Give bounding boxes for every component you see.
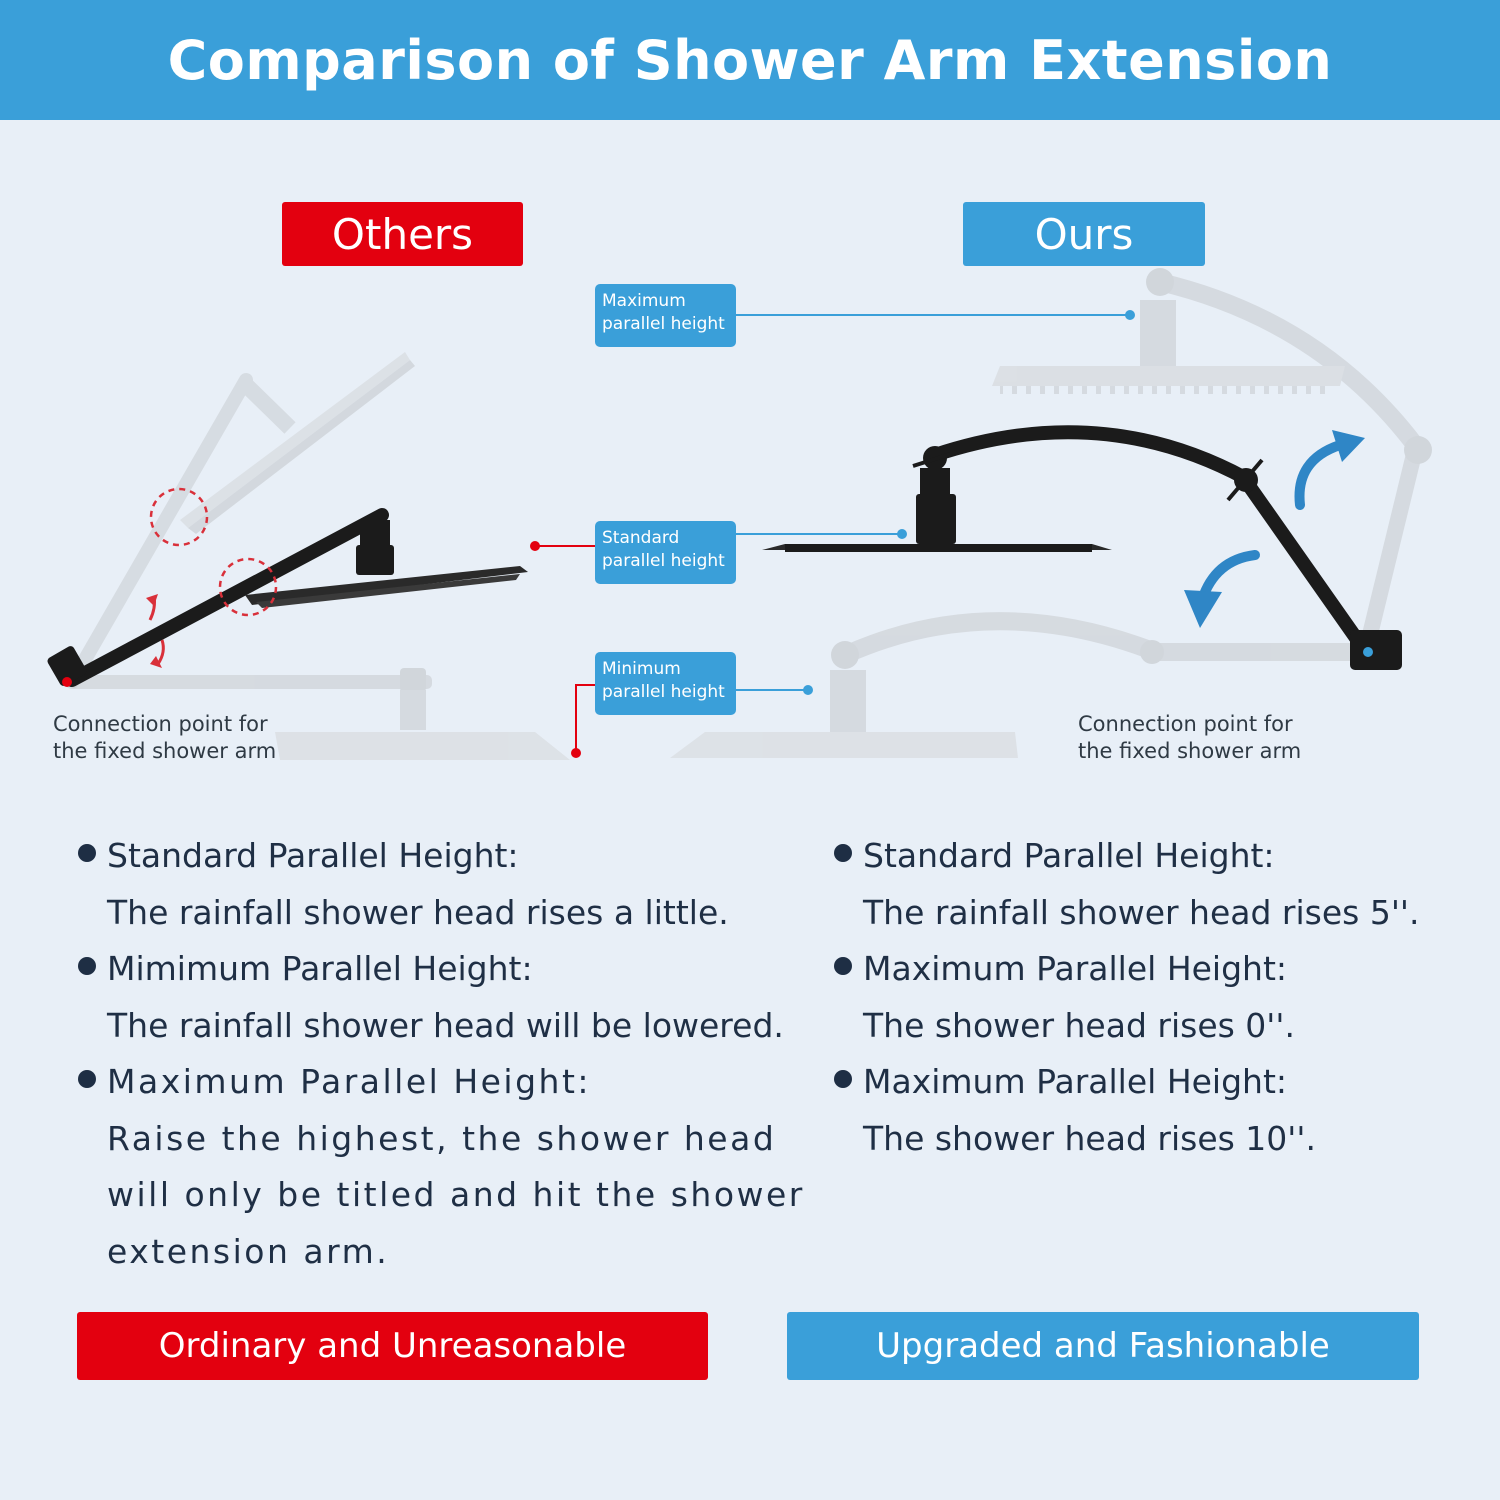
connection-note-line1: Connection point for [53, 712, 268, 736]
list-item-text: Raise the highest, the shower head will … [107, 1118, 805, 1271]
list-item-heading: Mimimum Parallel Height: [107, 949, 533, 988]
list-item-heading: Maximum Parallel Height: [107, 1062, 592, 1101]
bullet-icon [834, 844, 852, 862]
pivot-highlight-circle-icon [218, 557, 278, 617]
minimum-height-label: Minimum parallel height [595, 652, 736, 715]
connection-note-line1: Connection point for [1078, 712, 1293, 736]
bullet-icon [78, 844, 96, 862]
connection-note-line2: the fixed shower arm [1078, 739, 1302, 763]
connection-note-left: Connection point for the fixed shower ar… [53, 711, 276, 765]
connection-note-line2: the fixed shower arm [53, 739, 277, 763]
standard-height-label-line1: Standard [602, 528, 680, 548]
list-item-text: The shower head rises 0''. [863, 1005, 1295, 1045]
ordinary-footer-badge: Ordinary and Unreasonable [77, 1312, 708, 1380]
comparison-illustration [47, 268, 1432, 760]
page-title: Comparison of Shower Arm Extension [167, 28, 1333, 92]
others-black-arm [47, 508, 528, 687]
standard-height-label-line2: parallel height [602, 551, 725, 571]
list-item-heading: Standard Parallel Height: [107, 836, 519, 875]
connection-note-right: Connection point for the fixed shower ar… [1078, 711, 1301, 765]
rotate-up-arrow-icon [1294, 440, 1345, 510]
maximum-height-label: Maximum parallel height [595, 284, 736, 347]
ours-black-arm [762, 425, 1402, 670]
bullet-icon [78, 1070, 96, 1088]
list-item: Maximum Parallel Height: The shower head… [832, 941, 1472, 1054]
list-item-heading: Maximum Parallel Height: [863, 1062, 1288, 1101]
standard-height-label: Standard parallel height [595, 521, 736, 584]
list-item: Maximum Parallel Height: Raise the highe… [76, 1054, 816, 1280]
others-tag: Others [282, 202, 523, 266]
ours-tag: Ours [963, 202, 1205, 266]
ours-ghost-max-arm [992, 268, 1432, 657]
list-item: Standard Parallel Height: The rainfall s… [832, 828, 1472, 941]
bullet-icon [834, 957, 852, 975]
maximum-height-label-line1: Maximum [602, 291, 686, 311]
minimum-height-label-line1: Minimum [602, 659, 681, 679]
maximum-height-label-line2: parallel height [602, 314, 725, 334]
ours-ghost-min-arm [670, 612, 1350, 758]
list-item: Standard Parallel Height: The rainfall s… [76, 828, 816, 941]
header-banner: Comparison of Shower Arm Extension [0, 0, 1500, 120]
list-item: Mimimum Parallel Height: The rainfall sh… [76, 941, 816, 1054]
others-ghost-lowered-arm [70, 668, 570, 760]
others-feature-list: Standard Parallel Height: The rainfall s… [76, 828, 816, 1280]
rotate-down-arrow-icon [156, 639, 165, 665]
bullet-icon [834, 1070, 852, 1088]
upgraded-footer-badge: Upgraded and Fashionable [787, 1312, 1419, 1380]
ours-feature-list: Standard Parallel Height: The rainfall s… [832, 828, 1472, 1167]
list-item-text: The rainfall shower head rises 5''. [863, 892, 1420, 932]
minimum-height-label-line2: parallel height [602, 682, 725, 702]
list-item: Maximum Parallel Height: The shower head… [832, 1054, 1472, 1167]
list-item-text: The rainfall shower head will be lowered… [107, 1005, 784, 1045]
others-ghost-raised-arm [65, 352, 415, 689]
list-item-heading: Maximum Parallel Height: [863, 949, 1288, 988]
bullet-icon [78, 957, 96, 975]
list-item-text: The shower head rises 10''. [863, 1118, 1316, 1158]
list-item-text: The rainfall shower head rises a little. [107, 892, 729, 932]
pivot-highlight-circle-icon [149, 487, 209, 547]
list-item-heading: Standard Parallel Height: [863, 836, 1275, 875]
